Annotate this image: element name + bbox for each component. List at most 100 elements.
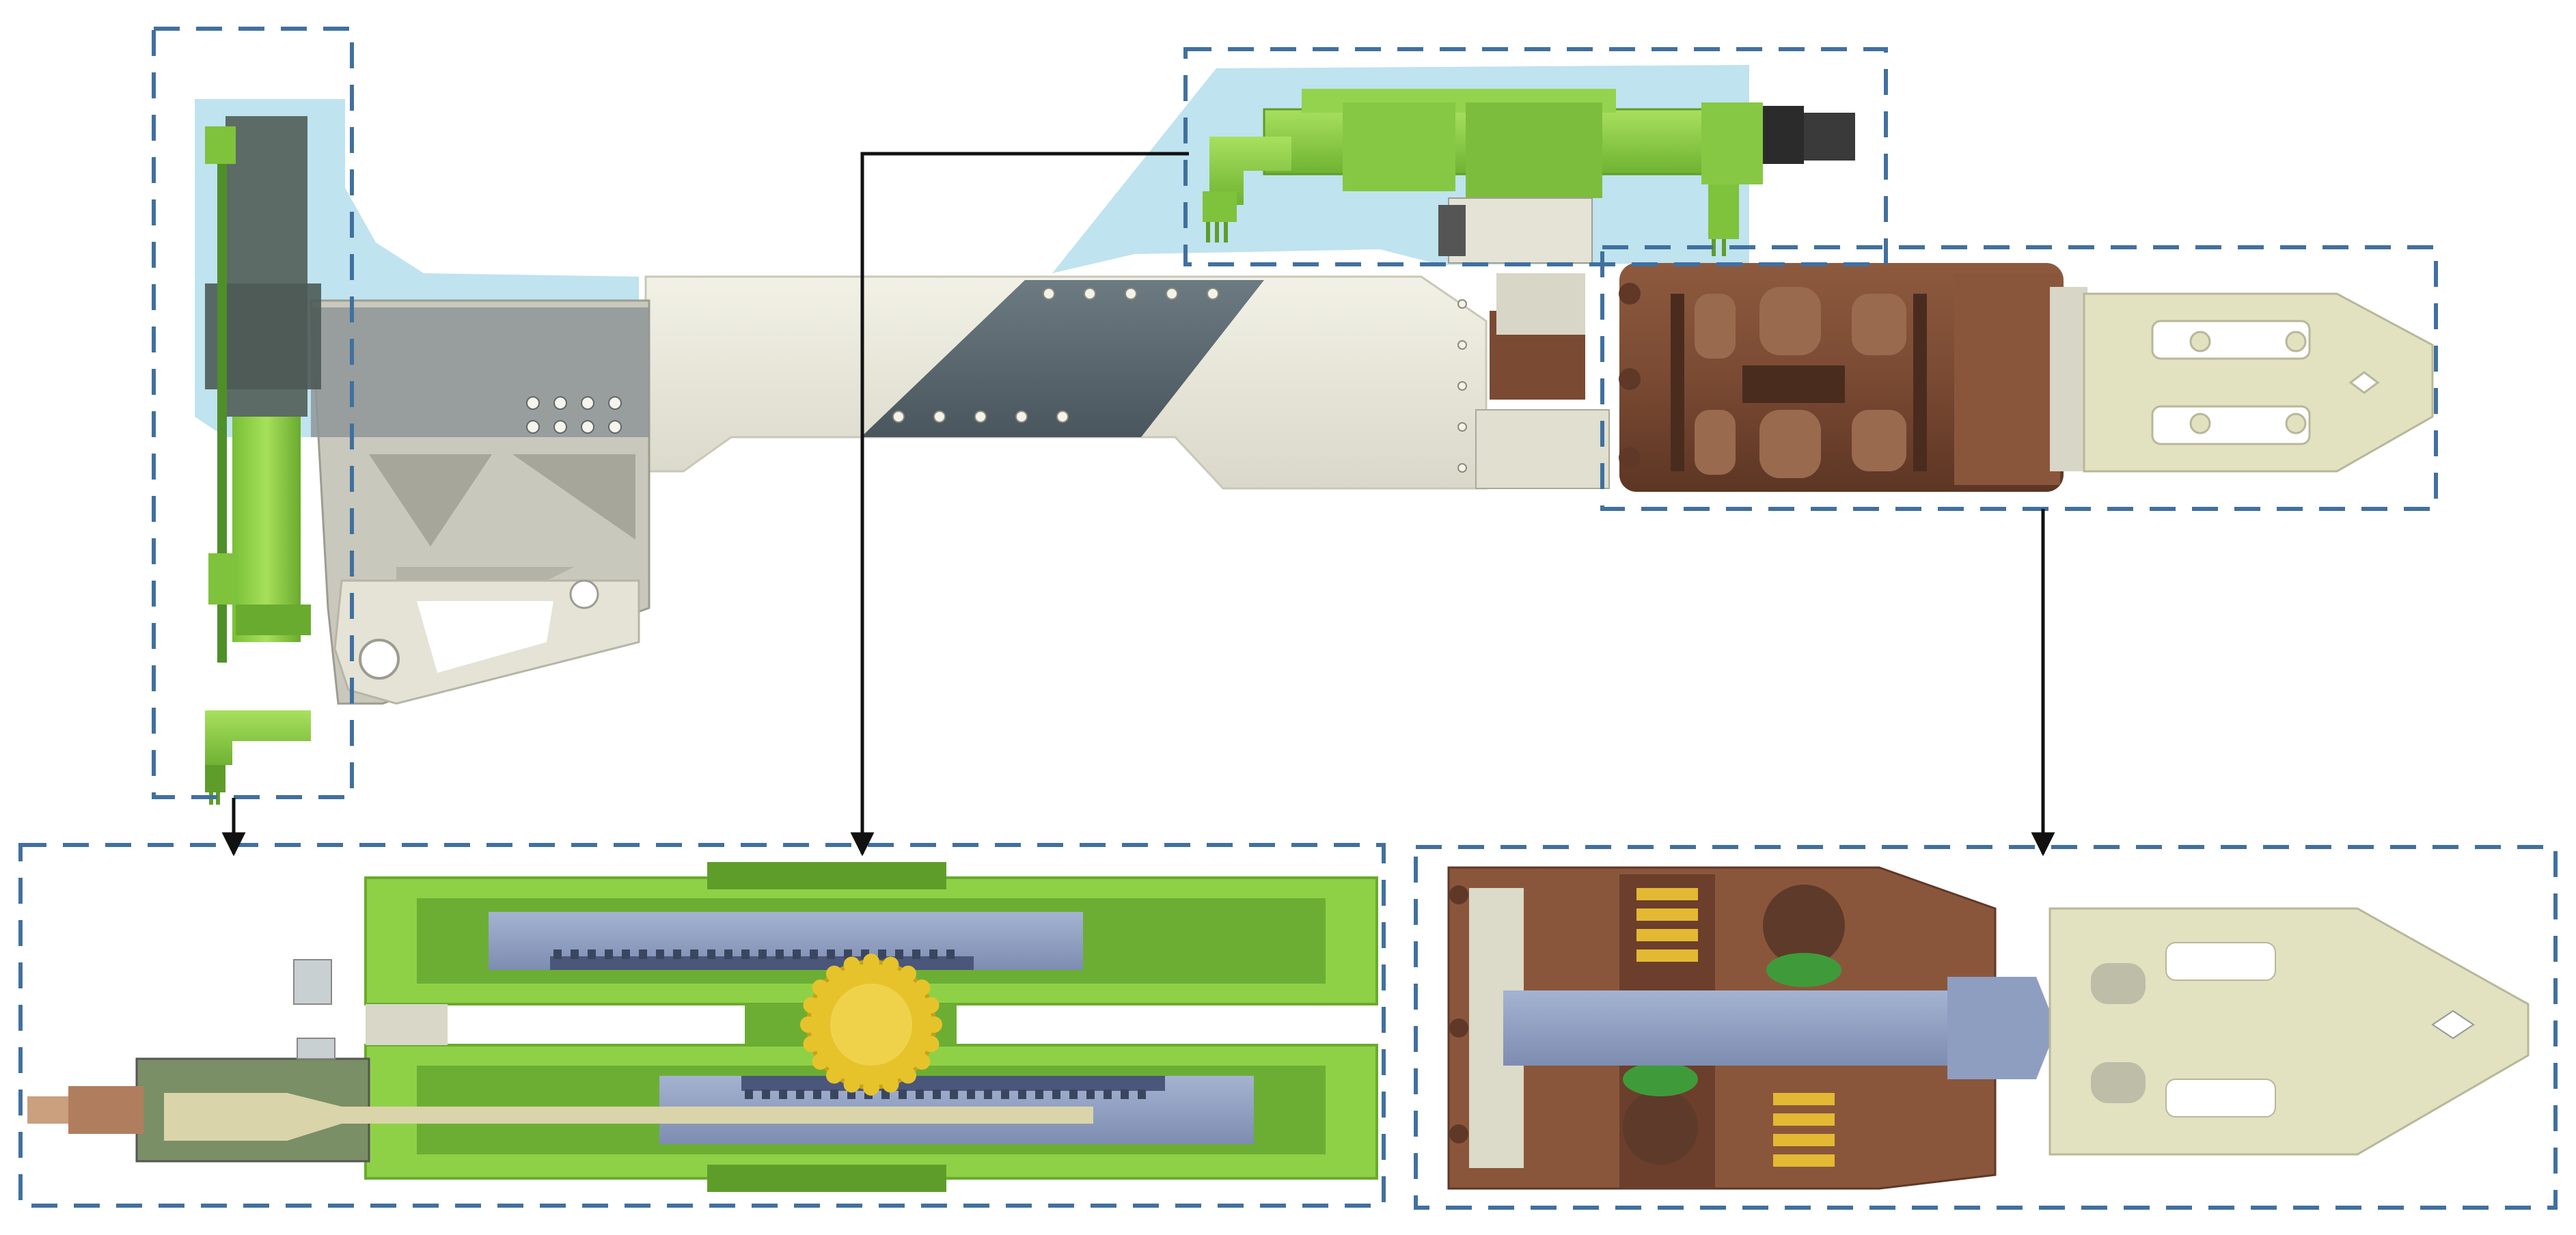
side-port-lower bbox=[297, 1038, 335, 1059]
rod-block-left bbox=[366, 1004, 448, 1045]
upper-rack-tooth bbox=[690, 949, 698, 959]
ball-upper-right bbox=[1763, 885, 1845, 967]
upper-rack-tooth bbox=[827, 949, 835, 959]
lower-rack-tooth bbox=[1018, 1090, 1026, 1099]
truss-triangle-1 bbox=[369, 454, 492, 546]
bronze-post bbox=[1496, 273, 1585, 335]
pinion-tooth bbox=[863, 954, 879, 970]
pinion-tooth bbox=[825, 965, 842, 982]
base-block-top bbox=[311, 307, 649, 437]
green-seal-upper bbox=[1766, 953, 1841, 987]
lower-rack-tooth bbox=[916, 1090, 924, 1099]
gripper-fingers bbox=[2083, 292, 2434, 473]
lower-rack-tooth bbox=[779, 1090, 787, 1099]
upper-rack-tooth bbox=[622, 949, 630, 959]
lower-rack-tooth bbox=[796, 1090, 804, 1099]
pivot-hole bbox=[359, 639, 400, 680]
pinion-tooth bbox=[914, 979, 931, 996]
left-cylinder-foot bbox=[205, 710, 311, 765]
lower-rack-tooth bbox=[1035, 1090, 1043, 1099]
left-hose bbox=[217, 137, 227, 663]
upper-rack-tooth bbox=[895, 949, 903, 959]
left-fitting-top bbox=[205, 126, 236, 164]
pinion-tooth bbox=[843, 956, 860, 973]
ball-lower-left bbox=[1623, 1090, 1698, 1165]
lower-rack-tooth bbox=[1138, 1090, 1146, 1099]
upper-rack-tooth bbox=[724, 949, 732, 959]
upper-rack-tooth bbox=[793, 949, 801, 959]
side-port-upper bbox=[293, 959, 332, 1005]
spring-upper bbox=[1636, 888, 1698, 962]
lower-rack-tooth bbox=[813, 1090, 821, 1099]
left-fitting-mid bbox=[208, 553, 236, 605]
upper-rack-tooth bbox=[946, 949, 955, 959]
lower-rack-tooth bbox=[1001, 1090, 1009, 1099]
upper-rack-tooth bbox=[571, 949, 579, 959]
upper-rack-tooth bbox=[707, 949, 715, 959]
left-bottom-nozzle bbox=[205, 765, 225, 805]
pinion-tooth bbox=[914, 1053, 931, 1070]
upper-rack-tooth bbox=[741, 949, 750, 959]
pinion-tooth bbox=[863, 1079, 879, 1096]
pinion-hub bbox=[830, 984, 912, 1066]
end-fitting-tip bbox=[27, 1096, 68, 1124]
lower-rack-tooth bbox=[933, 1090, 941, 1099]
finger-link-bottom bbox=[2091, 1062, 2146, 1103]
main-assembly bbox=[195, 65, 2434, 805]
base-bolt-grid bbox=[526, 396, 622, 434]
pinion-tooth bbox=[825, 1067, 842, 1084]
frame-section-actuator bbox=[18, 843, 1386, 1208]
gripper-shaft bbox=[1503, 990, 1995, 1066]
upper-rack-tooth bbox=[673, 949, 681, 959]
arm-bolts bbox=[892, 288, 1467, 473]
lower-rack-tooth bbox=[830, 1090, 838, 1099]
lower-rack-teeth-band bbox=[741, 1076, 1165, 1091]
lower-rack-tooth bbox=[1104, 1090, 1112, 1099]
top-pneumatic-actuator bbox=[1203, 89, 1855, 264]
upper-rack-tooth bbox=[605, 949, 613, 959]
finger-tip-diamond bbox=[2431, 1010, 2475, 1040]
lower-rack-tooth bbox=[899, 1090, 907, 1099]
green-seal-lower bbox=[1623, 1062, 1698, 1096]
end-fitting-body bbox=[68, 1086, 143, 1134]
pinion-tooth bbox=[900, 965, 917, 982]
pinion-tooth bbox=[812, 979, 829, 996]
lower-cream-clamp bbox=[1475, 409, 1610, 489]
upper-rack-tooth bbox=[776, 949, 784, 959]
finger-window-upper bbox=[2165, 942, 2276, 981]
lower-rack-tooth bbox=[1121, 1090, 1129, 1099]
bracket-pin bbox=[569, 579, 599, 609]
upper-rack-tooth bbox=[553, 949, 562, 959]
gripper-shaft-cone bbox=[1947, 977, 2057, 1079]
section-gripper-bolts bbox=[1449, 885, 1468, 1143]
bracket-cutout bbox=[417, 601, 553, 673]
lower-rack-tooth bbox=[762, 1090, 770, 1099]
section-linear-actuator bbox=[27, 862, 1378, 1192]
pinion-tooth bbox=[882, 1076, 899, 1093]
pinion-tooth bbox=[843, 1076, 860, 1093]
pinion-tooth bbox=[922, 1036, 940, 1053]
pinion-tooth bbox=[803, 997, 820, 1014]
section-gripper bbox=[1447, 866, 2530, 1190]
pinion-tooth bbox=[800, 1016, 817, 1033]
finger-link-top bbox=[2091, 963, 2146, 1004]
piston-rod bbox=[164, 1093, 1093, 1141]
truss-triangle-2 bbox=[512, 454, 635, 540]
left-cylinder-cap bbox=[236, 605, 311, 635]
frame-section-gripper bbox=[1414, 845, 2558, 1210]
pinion-tooth bbox=[803, 1036, 820, 1053]
lower-rack-tooth bbox=[984, 1090, 992, 1099]
pinion-tooth bbox=[812, 1053, 829, 1070]
upper-rack-tooth bbox=[810, 949, 818, 959]
lower-rack-tooth bbox=[967, 1090, 975, 1099]
upper-rack-tooth bbox=[758, 949, 767, 959]
lower-rack-tooth bbox=[950, 1090, 958, 1099]
pinion-tooth bbox=[882, 956, 899, 973]
frame-left-actuator bbox=[152, 27, 354, 799]
upper-rack-tooth bbox=[912, 949, 920, 959]
upper-rack-tooth bbox=[656, 949, 664, 959]
lower-rack-tooth bbox=[1069, 1090, 1078, 1099]
pinion-tooth bbox=[900, 1067, 917, 1084]
